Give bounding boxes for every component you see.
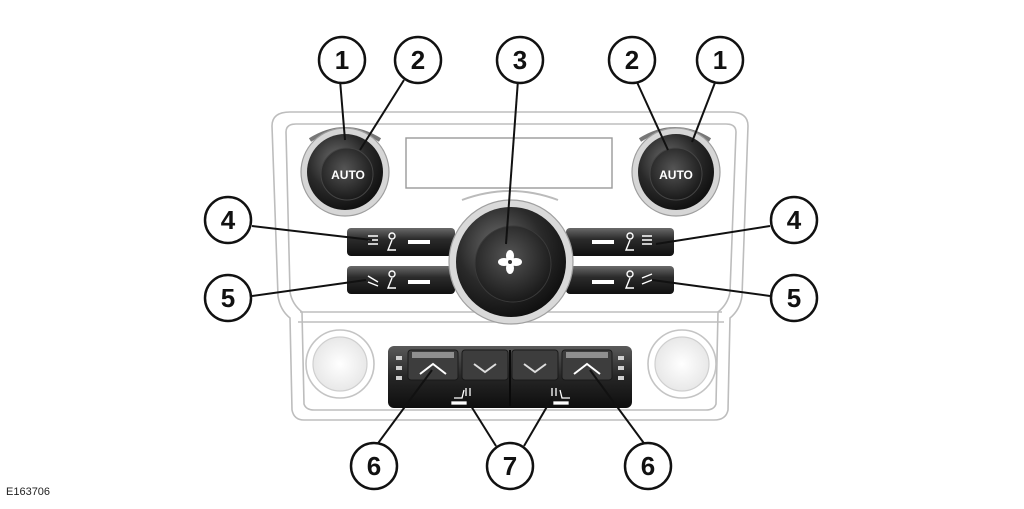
callout-5-left: 5 — [203, 273, 253, 323]
chevron-up-icon — [573, 362, 601, 375]
right-lower-airflow-button[interactable] — [566, 266, 674, 294]
chevron-up-icon — [419, 362, 447, 375]
chevron-down-icon — [473, 363, 497, 374]
callout-6-right: 6 — [623, 441, 673, 491]
svg-text:7: 7 — [503, 451, 517, 481]
left-heated-seat-icon — [451, 388, 471, 405]
svg-text:1: 1 — [335, 45, 349, 75]
figure-id: E163706 — [6, 486, 51, 498]
fan-speed-knob[interactable] — [448, 190, 574, 325]
left-seat-down-button[interactable] — [461, 349, 509, 381]
svg-text:3: 3 — [513, 45, 527, 75]
chevron-down-icon — [523, 363, 547, 374]
callout-2-right: 2 — [607, 35, 657, 85]
svg-text:4: 4 — [221, 205, 236, 235]
right-seat-down-button[interactable] — [511, 349, 559, 381]
svg-text:6: 6 — [641, 451, 655, 481]
right-vent — [647, 329, 717, 399]
left-seat-up-button[interactable] — [407, 349, 459, 381]
left-lower-airflow-button[interactable] — [347, 266, 455, 294]
callout-3: 3 — [495, 35, 545, 85]
right-upper-airflow-button[interactable] — [566, 228, 674, 256]
svg-text:1: 1 — [713, 45, 727, 75]
leader-lines — [251, 79, 771, 447]
air-distribution-lower-icon — [367, 270, 396, 289]
air-distribution-upper-icon — [624, 232, 652, 251]
callout-4-left: 4 — [203, 195, 253, 245]
left-auto-label: AUTO — [331, 168, 365, 182]
callout-4-right: 4 — [769, 195, 819, 245]
svg-text:2: 2 — [411, 45, 425, 75]
left-temperature-knob[interactable]: AUTO — [300, 127, 390, 217]
callout-6-left: 6 — [349, 441, 399, 491]
left-vent — [305, 329, 375, 399]
callout-7: 7 — [485, 441, 535, 491]
callout-5-right: 5 — [769, 273, 819, 323]
callout-1-right: 1 — [695, 35, 745, 85]
right-temperature-knob[interactable]: AUTO — [631, 127, 721, 217]
svg-text:6: 6 — [367, 451, 381, 481]
svg-text:2: 2 — [625, 45, 639, 75]
display-screen — [405, 137, 613, 189]
callout-1-left: 1 — [317, 35, 367, 85]
right-seat-up-button[interactable] — [561, 349, 613, 381]
right-heated-seat-icon — [551, 388, 570, 405]
callout-2-left: 2 — [393, 35, 443, 85]
right-auto-label: AUTO — [659, 168, 693, 182]
air-distribution-lower-icon — [624, 270, 653, 289]
svg-text:5: 5 — [221, 283, 235, 313]
svg-text:5: 5 — [787, 283, 801, 313]
svg-text:4: 4 — [787, 205, 802, 235]
left-upper-airflow-button[interactable] — [347, 228, 455, 256]
fan-icon — [498, 250, 522, 274]
